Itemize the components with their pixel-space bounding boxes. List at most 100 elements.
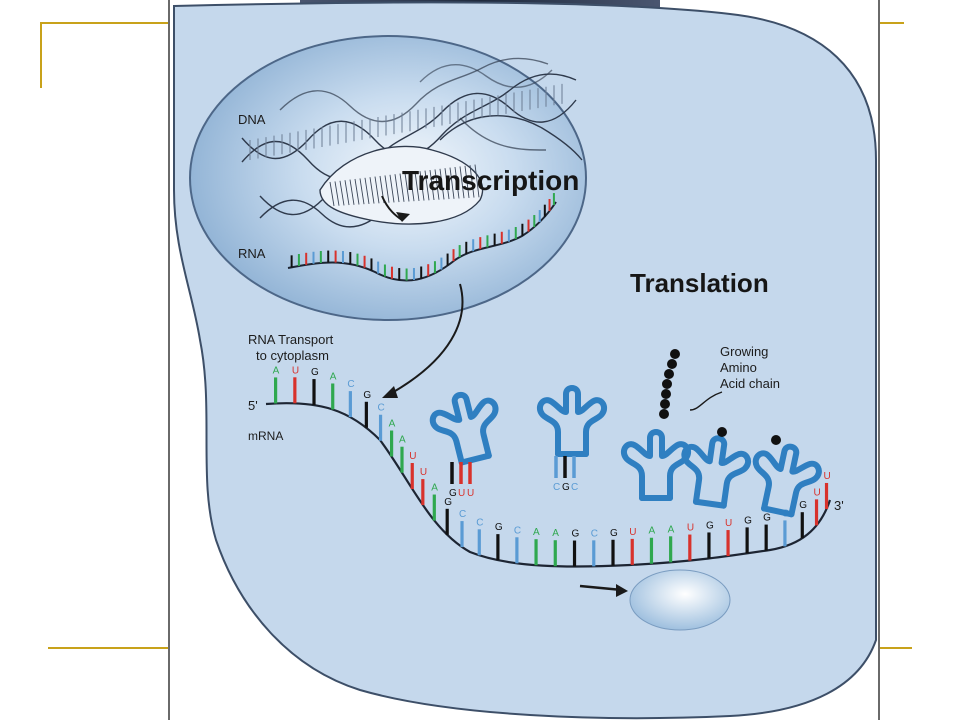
- trna-anticodon-loop: [458, 452, 492, 466]
- mrna-base-letter: G: [799, 500, 807, 511]
- trna-ribosome-2: [681, 435, 752, 509]
- bubble-rung: [419, 171, 425, 201]
- mrna-base-letter: G: [311, 367, 319, 378]
- dna-label: DNA: [238, 112, 266, 127]
- bubble-rung: [344, 180, 350, 206]
- trna-cloverleaf: [429, 391, 499, 466]
- bubble-rung: [409, 172, 415, 202]
- rna-transport-arrow: [389, 283, 464, 395]
- dna-double-helix: [241, 57, 583, 228]
- amino-acid-bead: [667, 359, 677, 369]
- ribosome: [629, 569, 731, 631]
- mrna-base-letter: C: [378, 403, 385, 414]
- mrna-base-letter: U: [687, 523, 694, 534]
- trna-cloverleaf: [681, 435, 752, 509]
- bubble-rung: [414, 171, 420, 201]
- bubble-rung: [454, 166, 460, 199]
- mrna-base-letter: U: [824, 471, 831, 482]
- anticodon-letter: C: [571, 482, 578, 493]
- bubble-rung: [464, 165, 470, 198]
- ribosome-direction-arrowhead: [616, 584, 628, 597]
- mrna-base-letter: C: [459, 509, 466, 520]
- trna-anticodon-loop: [761, 505, 795, 518]
- mrna-base-letter: G: [610, 528, 618, 539]
- bubble-rung: [444, 168, 450, 200]
- amino-acid-bead: [717, 427, 727, 437]
- rna-transport-label-line1: RNA Transport: [248, 332, 334, 347]
- mrna-base-letter: G: [706, 520, 714, 531]
- rna-transport-arrowhead: [382, 386, 398, 398]
- translation-label: Translation: [630, 268, 769, 298]
- amino-chain-pointer: [689, 391, 723, 411]
- bubble-rung: [359, 178, 365, 205]
- growing-label-line3: Acid chain: [720, 376, 780, 391]
- bubble-rung: [434, 169, 440, 200]
- rna-transport-label-line2: to cytoplasm: [256, 348, 329, 363]
- slide-frame-bottom-left: [48, 647, 168, 649]
- bubble-rung: [404, 172, 410, 202]
- mrna-base-letter: A: [399, 435, 406, 446]
- nuclear-rna-bases: [290, 193, 555, 281]
- amino-acid-bead: [664, 369, 674, 379]
- bubble-rung: [354, 178, 360, 205]
- mrna-base-letter: G: [495, 522, 503, 533]
- mrna-base-letter: A: [533, 527, 540, 538]
- transcription-bubble-rungs: [329, 164, 480, 207]
- bubble-rung: [389, 174, 395, 203]
- rna-label: RNA: [238, 246, 266, 261]
- nuclear-rna-strand: [287, 201, 557, 282]
- mrna-base-letter: A: [431, 483, 438, 494]
- mrna-base-letter: A: [330, 371, 337, 382]
- bubble-rung: [394, 174, 400, 203]
- bubble-rung: [329, 181, 335, 207]
- slide-frame-top-left: [40, 22, 168, 24]
- bubble-rung: [384, 175, 390, 203]
- bubble-rung: [439, 168, 445, 200]
- bubble-rung: [399, 173, 405, 202]
- slide-frame-top-right: [880, 22, 904, 24]
- bubble-rung: [429, 169, 435, 201]
- mrna-base-letter: A: [668, 524, 675, 535]
- growing-label-line1: Growing: [720, 344, 768, 359]
- slide-frame-left-vertical: [40, 22, 42, 88]
- mrna-base-letter: C: [347, 379, 354, 390]
- mrna-base-letter: A: [648, 526, 655, 537]
- anticodon-letter: G: [449, 488, 457, 499]
- trna-entering-2: [536, 385, 608, 457]
- mrna-base-letter: U: [629, 527, 636, 538]
- mrna-base-letter: A: [273, 365, 280, 376]
- five-prime-label: 5': [248, 398, 258, 413]
- bubble-rung: [349, 179, 355, 205]
- mrna-base-letter: G: [572, 529, 580, 540]
- anticodon-letter: C: [553, 482, 560, 493]
- anticodon-letter: U: [467, 488, 474, 499]
- mrna-strand: [265, 402, 832, 568]
- mrna-base-letter: G: [444, 497, 452, 508]
- bubble-rung: [469, 165, 475, 198]
- bubble-rung: [459, 166, 465, 199]
- amino-acid-bead: [661, 389, 671, 399]
- trna-entering-1: [429, 391, 499, 466]
- bubble-rung: [339, 180, 345, 206]
- mrna-base-letter: G: [744, 515, 752, 526]
- mrna-base-letter: C: [476, 517, 483, 528]
- mrna-base-letter: U: [725, 518, 732, 529]
- transcription-label: Transcription: [402, 165, 579, 196]
- bubble-rung: [374, 176, 380, 204]
- trna-anticodon-loop: [692, 498, 727, 509]
- trna-cloverleaf: [536, 385, 608, 457]
- trna-cloverleaf: [752, 443, 822, 518]
- bubble-rung: [449, 167, 455, 199]
- mrna-base-letter: U: [292, 365, 299, 376]
- three-prime-label: 3': [834, 498, 844, 513]
- mrna-base-letter: G: [763, 513, 771, 524]
- amino-acid-bead: [660, 399, 670, 409]
- amino-acid-bead: [670, 349, 680, 359]
- ribosome-direction-arrow: [579, 584, 623, 592]
- amino-acid-bead: [659, 409, 669, 419]
- mrna-base-letter: A: [552, 528, 559, 539]
- bubble-rung: [424, 170, 430, 201]
- mrna-base-letter: C: [514, 525, 521, 536]
